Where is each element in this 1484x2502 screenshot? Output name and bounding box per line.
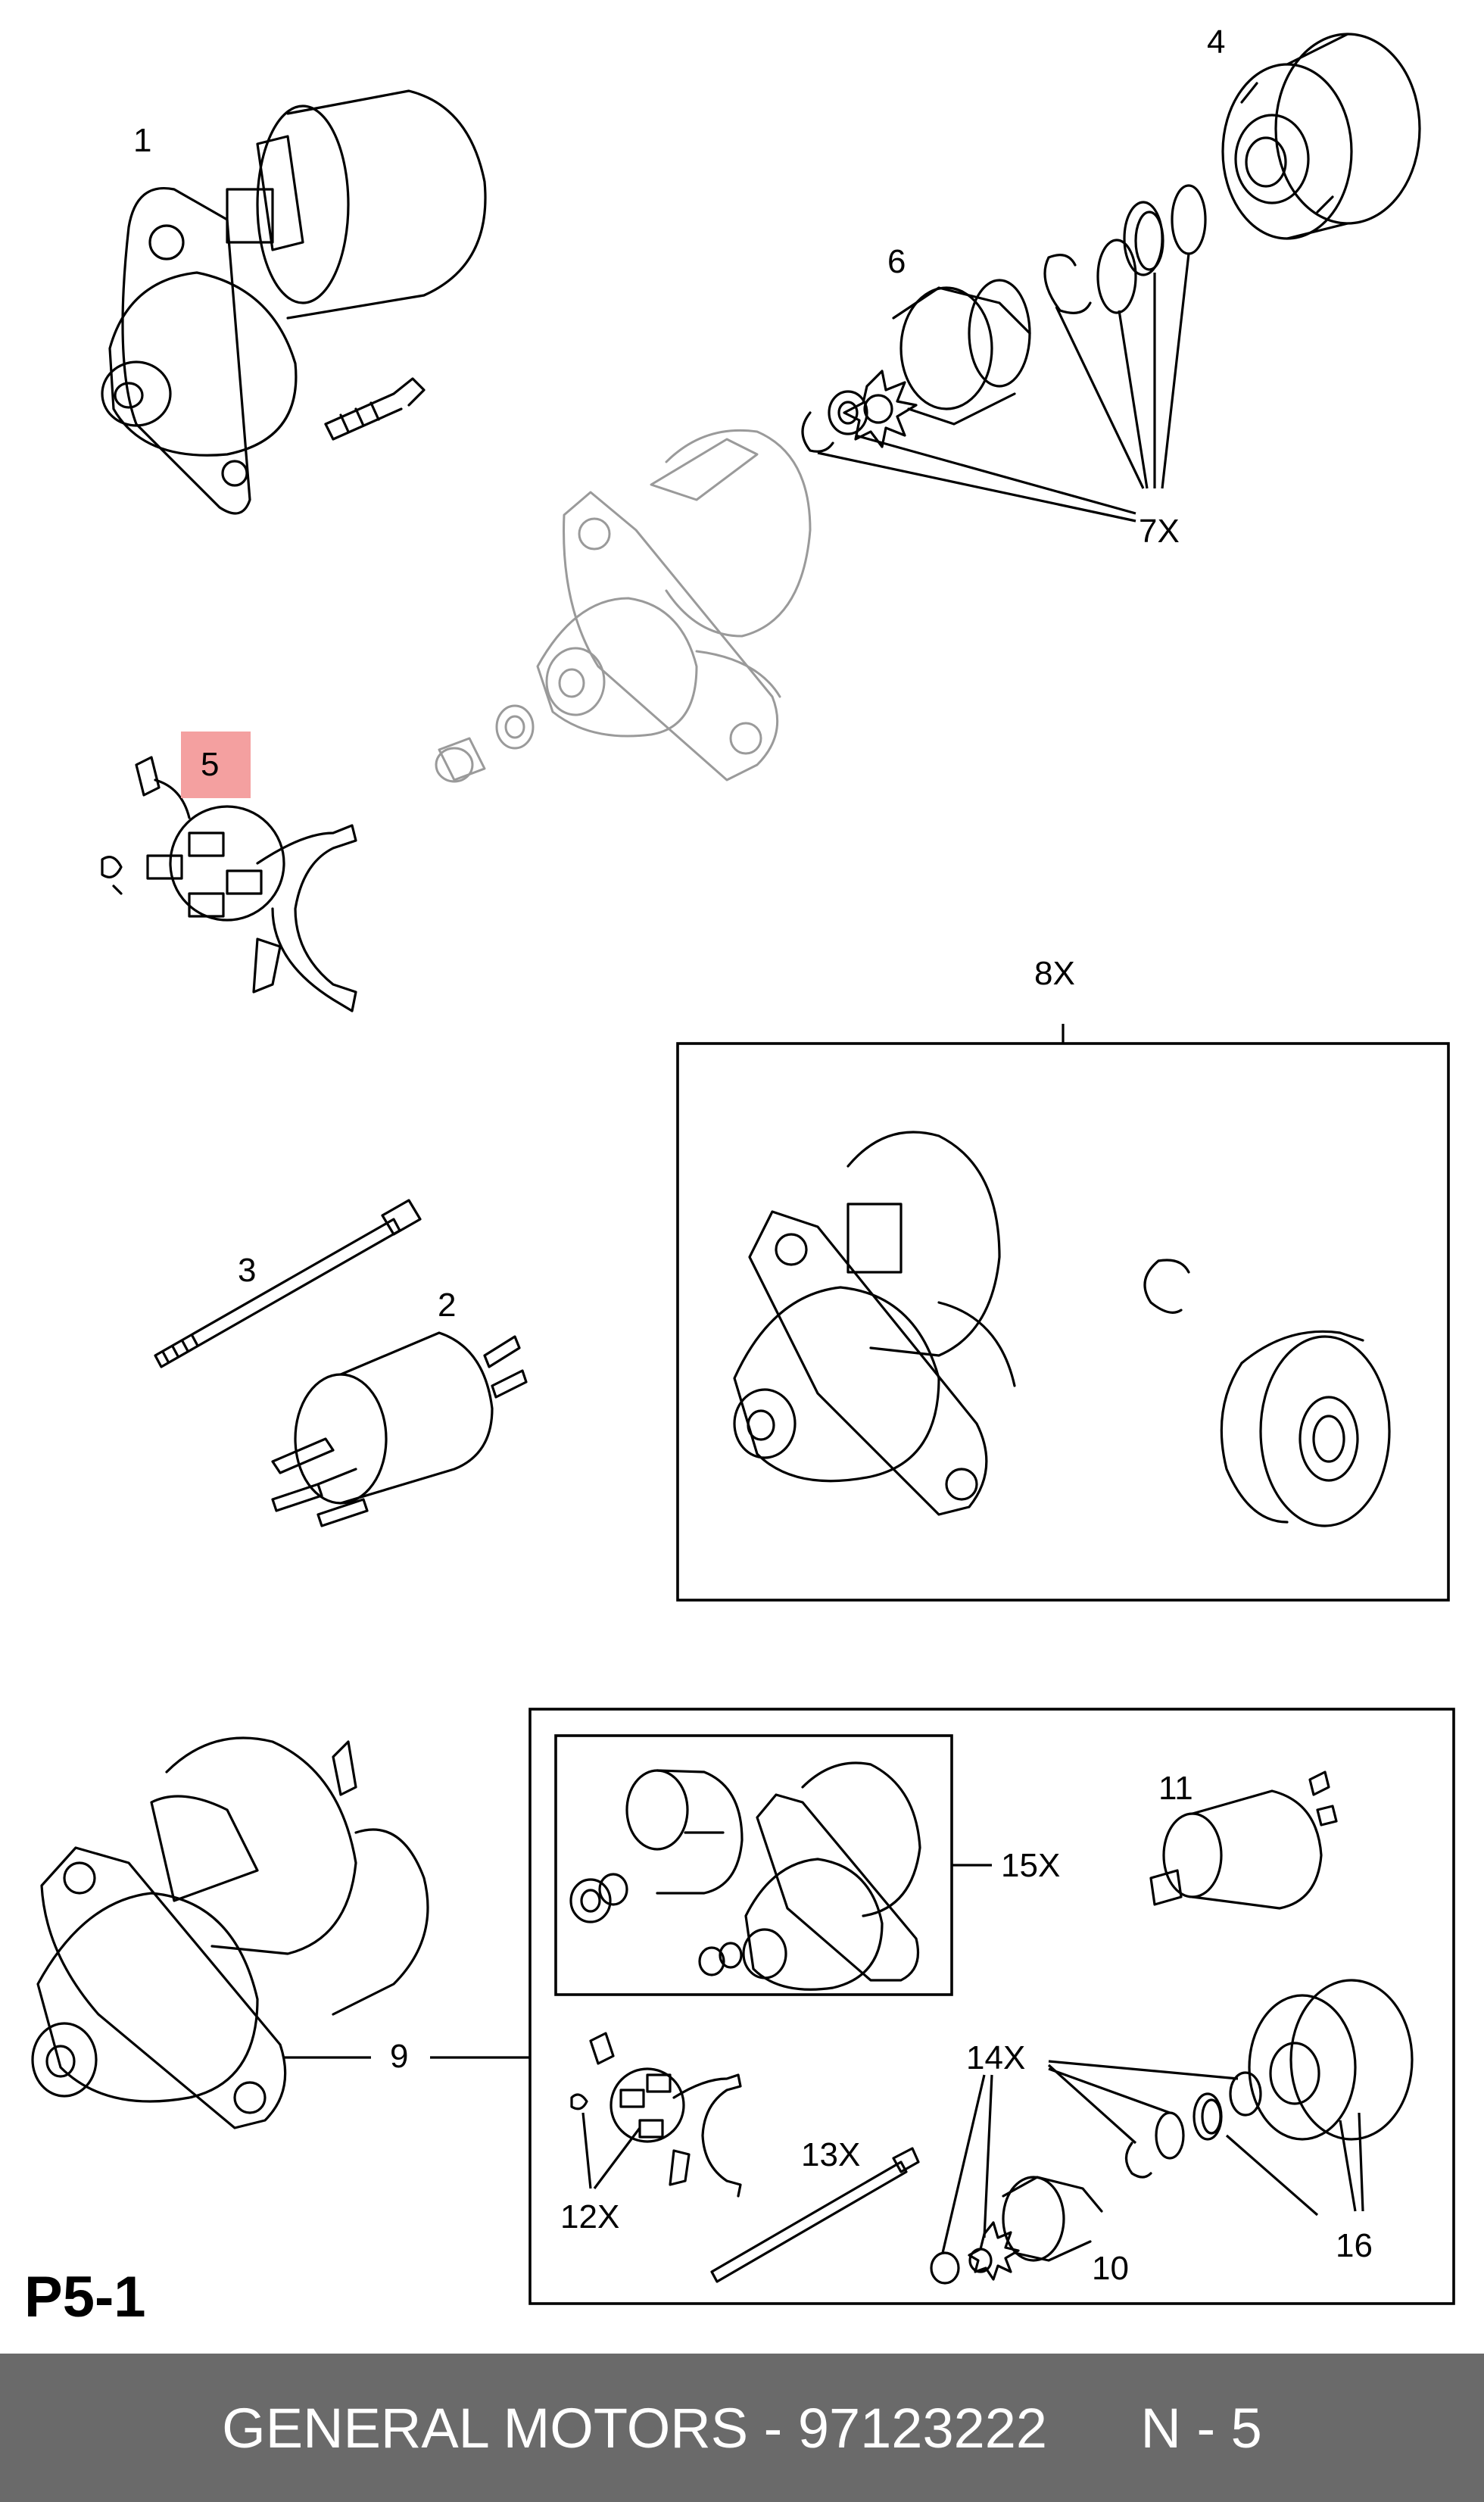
part-12x-brush-holder [570, 2032, 742, 2198]
footer-bar: GENERAL MOTORS - 97123222 N - 5 [0, 2354, 1484, 2502]
part-5-brush-holder [101, 756, 357, 1012]
part-2-solenoid [271, 1331, 528, 1527]
callout-3: 3 [238, 1252, 256, 1289]
part-15x-field-housing-kit [569, 1761, 921, 1991]
callout-5: 5 [201, 746, 219, 783]
footer-brand: GENERAL MOTORS [222, 2396, 749, 2460]
footer-separator: - [748, 2396, 798, 2460]
callout-2: 2 [438, 1287, 456, 1324]
part-11-solenoid [1149, 1770, 1338, 1910]
kit-8x-box [676, 1024, 1450, 1602]
callout-5-highlight [181, 732, 251, 798]
callout-9: 9 [390, 2038, 408, 2075]
callout-14x: 14X [966, 2039, 1025, 2076]
callout-13x: 13X [801, 2136, 860, 2173]
callout-11: 11 [1158, 1770, 1193, 1807]
part-4-end-cover [1221, 33, 1421, 240]
kit-9-box [528, 1708, 1455, 2305]
ghost-starter-reference [435, 429, 812, 783]
callout-15x: 15X [1001, 1847, 1060, 1884]
part-6-drive-pinion [843, 279, 1031, 448]
part-9-complete-starter [31, 1736, 530, 2129]
exploded-parts-diagram: 1 4 6 7X 5 8X 3 2 11 15X 9 14X 13X 12X 1… [31, 23, 1455, 2305]
part-10-drive-pinion [930, 2176, 1103, 2285]
callout-16: 16 [1336, 2227, 1373, 2264]
callout-12x: 12X [560, 2198, 619, 2235]
callout-6: 6 [887, 243, 906, 280]
callout-1: 1 [133, 122, 151, 159]
callout-10: 10 [1092, 2250, 1129, 2287]
footer-part-number: 97123222 [797, 2396, 1048, 2460]
callout-labels: 1 4 6 7X 5 8X 3 2 11 15X 9 14X 13X 12X 1… [133, 23, 1373, 2287]
page-identifier: P5-1 [24, 2265, 146, 2329]
footer-spacer [1047, 2396, 1140, 2460]
part-1-starter-motor [101, 89, 487, 515]
callout-7x: 7X [1139, 513, 1180, 550]
part-7x-ring-set [801, 184, 1207, 523]
part-14x-16-rings-cover [941, 1979, 1414, 2254]
callout-8x: 8X [1034, 955, 1075, 992]
part-3-through-bolt [154, 1199, 422, 1368]
footer-page-ref: N - 5 [1140, 2396, 1262, 2460]
part-13x-through-bolt [710, 2147, 920, 2283]
callout-4: 4 [1207, 23, 1225, 61]
